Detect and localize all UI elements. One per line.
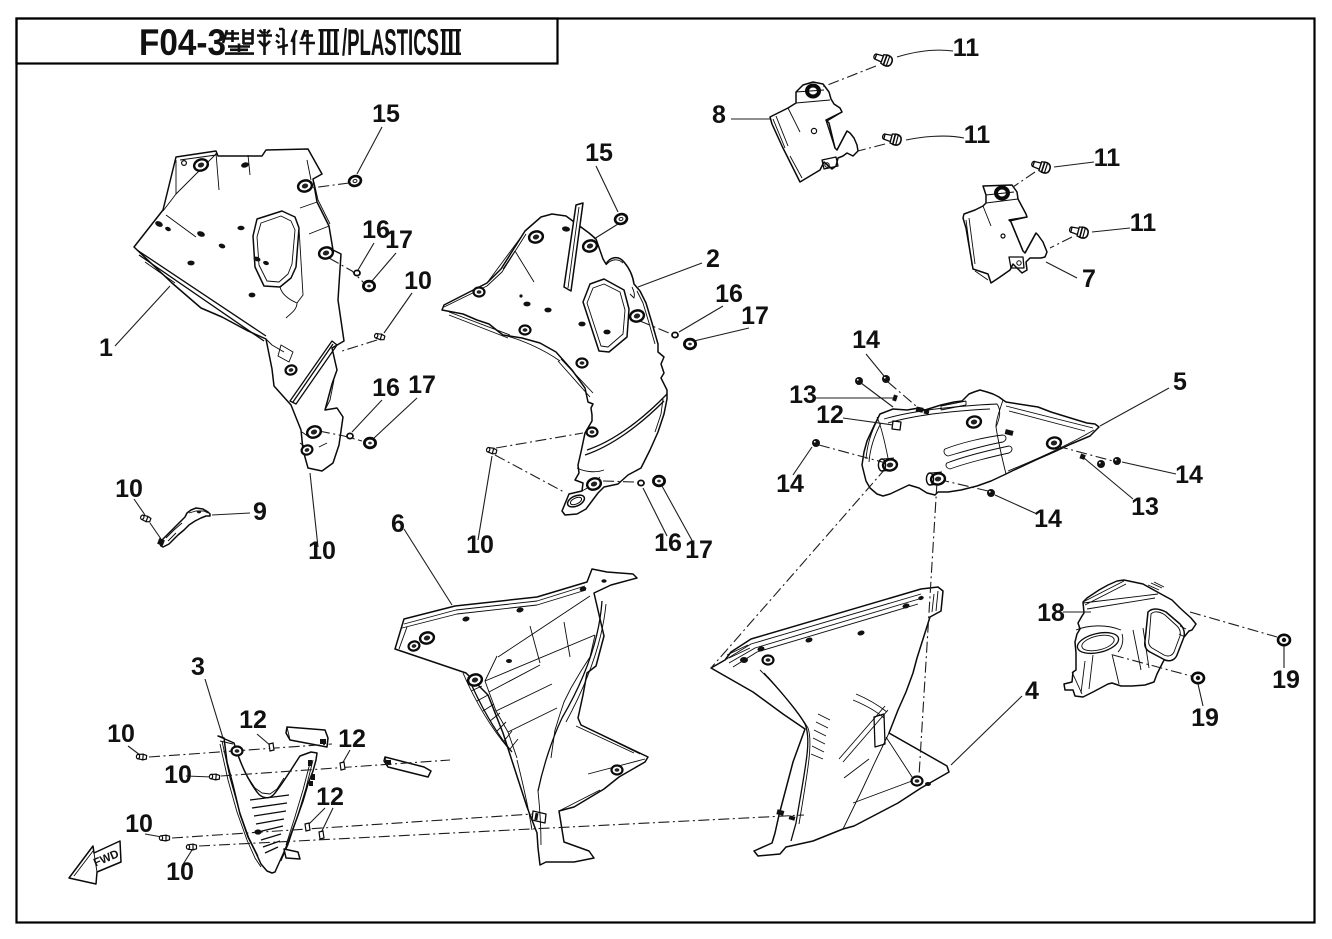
svg-text:14: 14 bbox=[852, 326, 880, 354]
svg-text:18: 18 bbox=[1037, 599, 1065, 627]
svg-text:16: 16 bbox=[654, 529, 682, 557]
svg-text:13: 13 bbox=[789, 381, 817, 409]
svg-text:3: 3 bbox=[191, 653, 205, 681]
svg-text:11: 11 bbox=[964, 121, 991, 149]
svg-text:11: 11 bbox=[1094, 144, 1121, 172]
svg-text:4: 4 bbox=[1025, 677, 1039, 705]
svg-text:17: 17 bbox=[408, 371, 436, 399]
svg-text:1: 1 bbox=[99, 334, 113, 362]
svg-text:10: 10 bbox=[308, 537, 336, 565]
svg-text:16: 16 bbox=[715, 280, 743, 308]
svg-text:10: 10 bbox=[466, 531, 494, 559]
svg-text:10: 10 bbox=[404, 267, 432, 295]
svg-text:17: 17 bbox=[741, 302, 769, 330]
svg-text:19: 19 bbox=[1191, 704, 1219, 732]
svg-text:10: 10 bbox=[115, 475, 143, 503]
svg-text:12: 12 bbox=[816, 401, 844, 429]
svg-text:14: 14 bbox=[776, 470, 804, 498]
svg-text:17: 17 bbox=[385, 226, 413, 254]
svg-text:5: 5 bbox=[1173, 368, 1187, 396]
svg-text:17: 17 bbox=[685, 536, 713, 564]
svg-text:/PLASTICS: /PLASTICS bbox=[342, 22, 439, 63]
svg-text:14: 14 bbox=[1175, 461, 1203, 489]
svg-text:15: 15 bbox=[585, 139, 613, 167]
svg-text:16: 16 bbox=[362, 216, 390, 244]
svg-text:19: 19 bbox=[1272, 666, 1300, 694]
svg-text:11: 11 bbox=[1130, 209, 1157, 237]
svg-text:10: 10 bbox=[107, 720, 135, 748]
svg-text:8: 8 bbox=[712, 101, 726, 129]
svg-text:12: 12 bbox=[338, 725, 366, 753]
svg-text:9: 9 bbox=[253, 498, 267, 526]
svg-text:11: 11 bbox=[953, 34, 980, 62]
svg-text:12: 12 bbox=[239, 706, 267, 734]
svg-text:10: 10 bbox=[164, 761, 192, 789]
svg-text:7: 7 bbox=[1082, 265, 1096, 293]
svg-text:10: 10 bbox=[125, 810, 153, 838]
svg-text:2: 2 bbox=[706, 245, 720, 273]
svg-text:10: 10 bbox=[166, 858, 194, 886]
svg-text:15: 15 bbox=[372, 100, 400, 128]
svg-text:13: 13 bbox=[1131, 493, 1159, 521]
svg-text:12: 12 bbox=[316, 783, 344, 811]
svg-text:16: 16 bbox=[372, 374, 400, 402]
svg-text:14: 14 bbox=[1034, 505, 1062, 533]
svg-text:6: 6 bbox=[391, 510, 405, 538]
svg-text:F04-3: F04-3 bbox=[139, 22, 226, 63]
